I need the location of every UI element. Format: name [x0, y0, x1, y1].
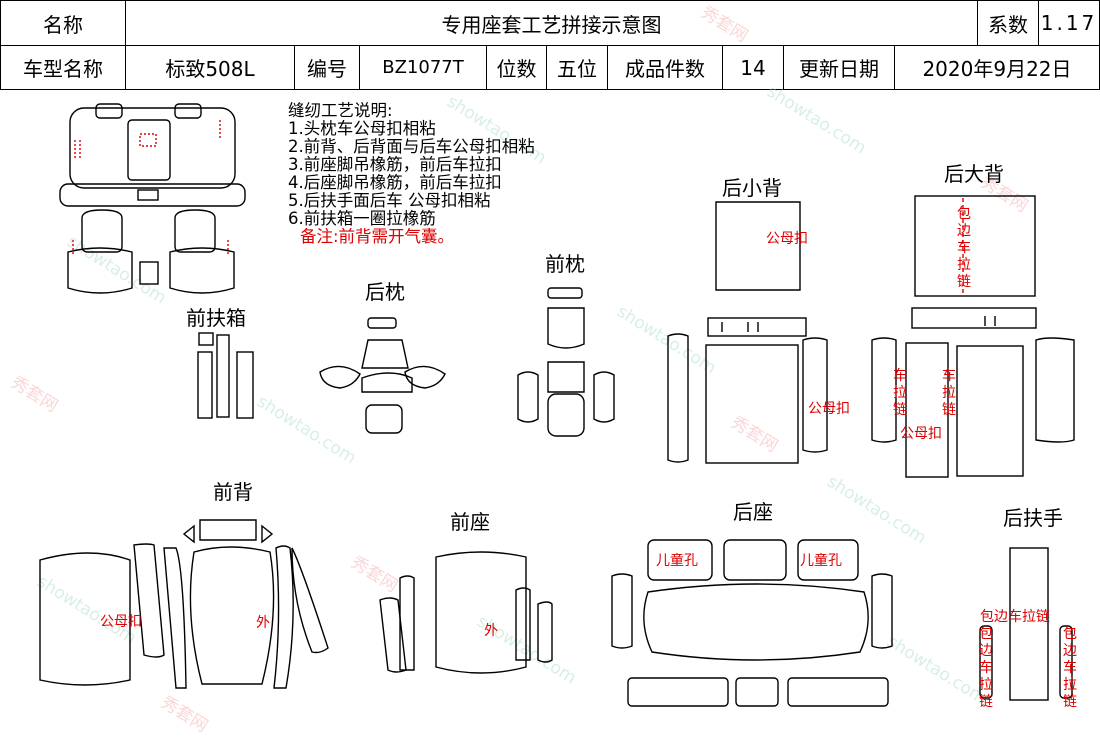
code-label-cell: 编号 [294, 45, 360, 90]
coef-label-cell: 系数 [977, 0, 1039, 46]
annotation-edge-zip-top: 包边车拉链 [980, 609, 1050, 625]
label-front-seat: 前座 [450, 510, 490, 534]
pieces-value-cell: 14 [722, 45, 784, 90]
annotation-outer: 外 [256, 615, 270, 631]
rear-seat-pieces [611, 539, 893, 707]
pieces-label-cell: 成品件数 [607, 45, 723, 90]
annotation-outer: 外 [484, 623, 498, 639]
label-rear-seat: 后座 [733, 500, 773, 524]
note-item: 2.前背、后背面与后车公母扣相粘 [288, 137, 535, 156]
note-item: 5.后扶手面后车 公母扣相粘 [288, 191, 491, 210]
annotation-car-zip-vertical: 车拉链 [893, 368, 907, 418]
date-label-cell: 更新日期 [783, 45, 895, 90]
note-item: 1.头枕车公母扣相粘 [288, 119, 436, 138]
label-rear-headrest: 后枕 [365, 280, 405, 304]
note-item: 3.前座脚吊橡筋，前后车拉扣 [288, 155, 502, 174]
annotation-snap: 公母扣 [900, 426, 942, 442]
header-table: 名称 专用座套工艺拼接示意图 系数 1.17 车型名称 标致508L 编号 BZ… [0, 0, 1100, 90]
annotation-snap: 公母扣 [808, 401, 850, 417]
sewing-notes: 缝纫工艺说明: 1.头枕车公母扣相粘 2.前背、后背面与后车公母扣相粘 3.前座… [288, 102, 535, 246]
annotation-child-hole: 儿童孔 [656, 553, 698, 569]
date-value-cell: 2020年9月22日 [894, 45, 1100, 90]
seat-overview-thumbnail [59, 103, 246, 294]
rear-big-back-pieces [871, 195, 1075, 478]
label-front-armrest-box: 前扶箱 [186, 306, 246, 330]
name-label-cell: 名称 [0, 0, 126, 46]
annotation-snap: 公母扣 [100, 614, 142, 630]
annotation-snap: 公母扣 [766, 231, 808, 247]
notes-title: 缝纫工艺说明: [288, 101, 393, 120]
label-front-back: 前背 [213, 480, 253, 504]
front-seat-pieces [379, 551, 553, 674]
coef-value-cell: 1.17 [1038, 0, 1100, 46]
label-rear-small-back: 后小背 [722, 176, 782, 200]
note-item: 4.后座脚吊橡筋，前后车拉扣 [288, 173, 502, 192]
annotation-edge-zip-vertical: 包边车拉链 [979, 626, 993, 710]
notes-remark: 备注:前背需开气囊。 [300, 227, 455, 246]
annotation-edge-zip-vertical: 包边车拉链 [957, 206, 971, 290]
code-value-cell: BZ1077T [359, 45, 487, 90]
front-headrest-pieces [517, 287, 615, 437]
rear-headrest-pieces [319, 317, 446, 434]
rear-armrest-pieces [979, 547, 1073, 701]
front-back-pieces [39, 519, 329, 689]
label-rear-big-back: 后大背 [944, 162, 1004, 186]
annotation-car-zip-vertical: 车拉链 [942, 368, 956, 418]
rear-small-back-pieces [667, 201, 828, 464]
model-value-cell: 标致508L [125, 45, 295, 90]
model-label-cell: 车型名称 [0, 45, 126, 90]
seats-label-cell: 位数 [486, 45, 547, 90]
note-item: 6.前扶箱一圈拉橡筋 [288, 209, 436, 228]
annotation-child-hole: 儿童孔 [800, 553, 842, 569]
annotation-edge-zip-vertical: 包边车拉链 [1063, 626, 1077, 710]
label-rear-armrest: 后扶手 [1003, 506, 1063, 530]
front-armrest-box-pieces [197, 332, 254, 419]
label-front-headrest: 前枕 [545, 252, 585, 276]
